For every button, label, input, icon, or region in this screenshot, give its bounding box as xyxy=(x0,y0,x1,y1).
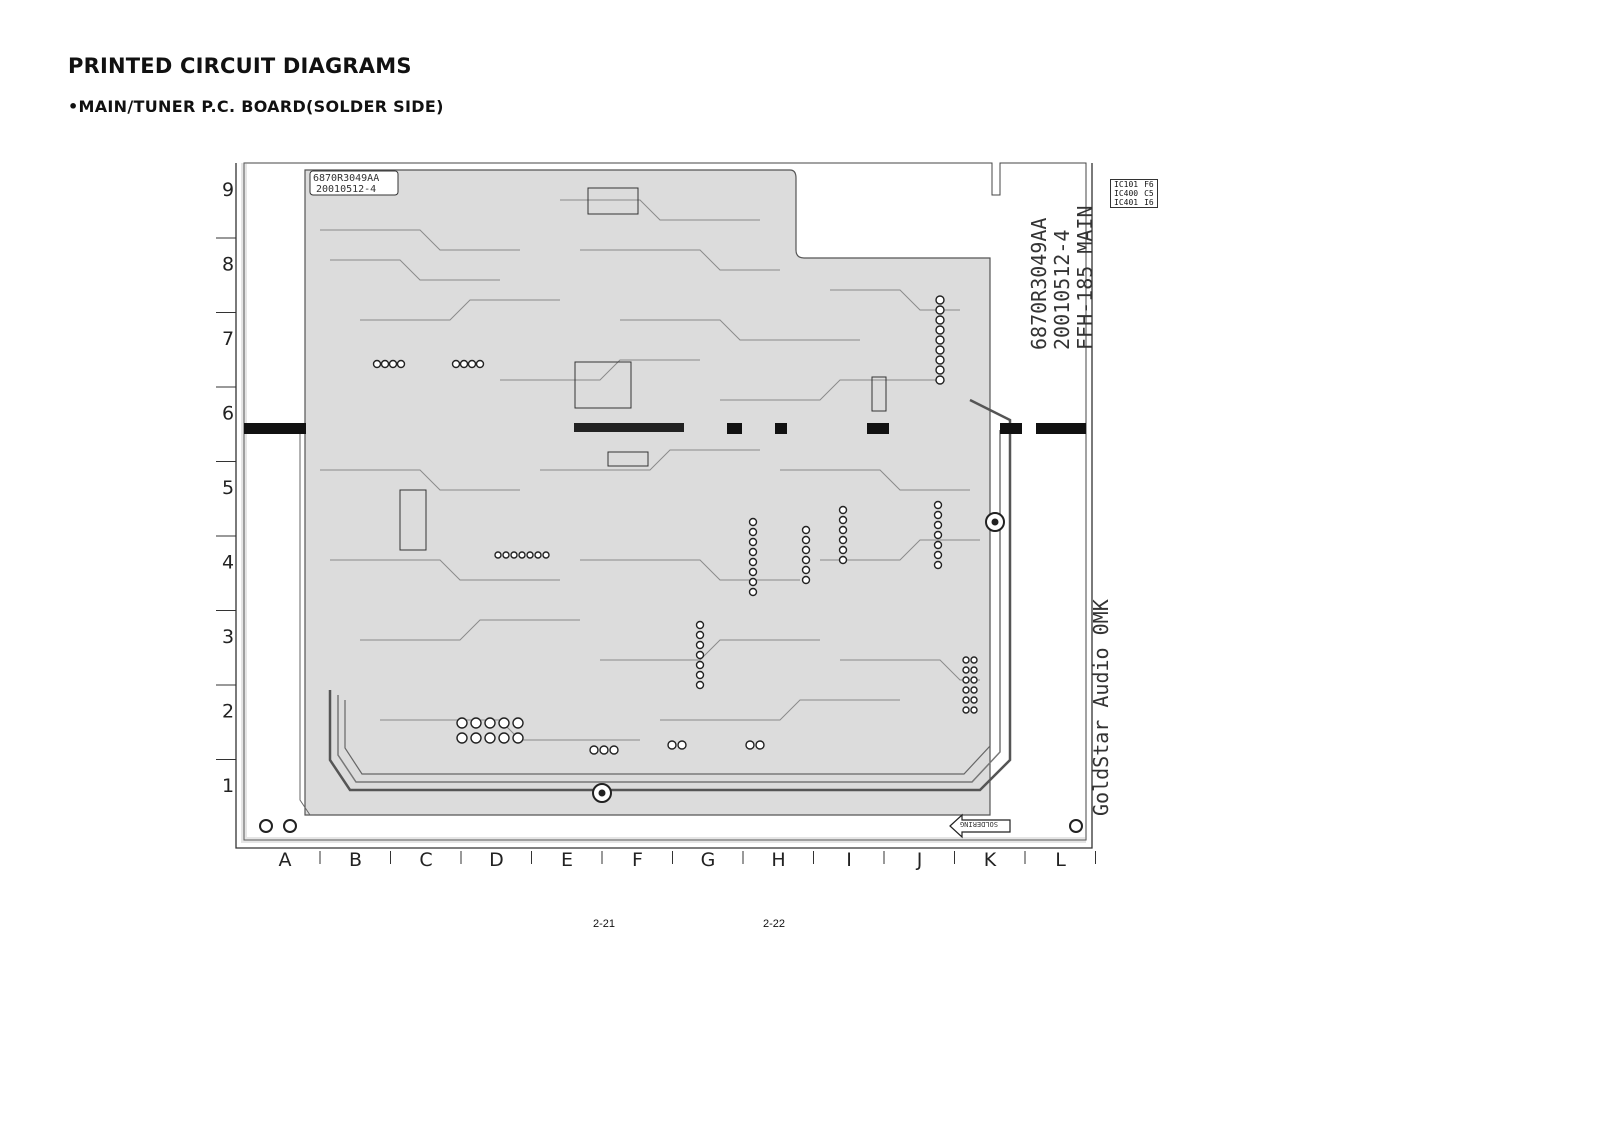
grid-col-label: J xyxy=(916,849,923,871)
ic-location-row: IC101 F6 xyxy=(1111,180,1158,190)
grid-col-label: D xyxy=(489,849,504,871)
grid-row-label: 9 xyxy=(222,179,234,201)
page-title: PRINTED CIRCUIT DIAGRAMS xyxy=(68,54,412,78)
ic-name: IC101 xyxy=(1114,180,1139,189)
grid-row-label: 8 xyxy=(222,254,234,276)
ic-name: IC400 xyxy=(1114,189,1139,198)
grid-col-label: L xyxy=(1055,849,1066,871)
grid-col-label: H xyxy=(771,849,785,871)
ic-name: IC401 xyxy=(1114,198,1139,207)
ic-grid-pos: I6 xyxy=(1144,198,1154,207)
grid-col-label: I xyxy=(846,849,852,871)
page-number-left: 2-21 xyxy=(593,918,616,930)
pcb-model: FFH-185 MAIN xyxy=(1073,206,1097,351)
pcb-date-small: 20010512-4 xyxy=(316,184,376,195)
pcb-maker: GoldStar Audio 0MK xyxy=(1089,599,1113,816)
grid-col-label: C xyxy=(419,849,432,871)
board-subtitle: •MAIN/TUNER P.C. BOARD(SOLDER SIDE) xyxy=(68,97,444,116)
pcb-part-number-small: 6870R3049AA xyxy=(313,173,379,184)
grid-col-label: F xyxy=(632,849,643,871)
grid-col-label: A xyxy=(279,849,292,871)
soldering-arrow-icon xyxy=(949,813,1011,839)
grid-row-label: 5 xyxy=(222,477,234,499)
grid-col-label: G xyxy=(701,849,716,871)
pcb-part-number: 6870R3049AA xyxy=(1027,218,1051,350)
grid-col-label: E xyxy=(561,849,573,871)
ic-grid-pos: C5 xyxy=(1144,189,1154,198)
grid-row-label: 3 xyxy=(222,626,234,648)
grid-row-label: 4 xyxy=(222,552,234,574)
page-number-right: 2-22 xyxy=(763,918,786,930)
ic-grid-pos: F6 xyxy=(1144,180,1154,189)
pcb-date: 20010512-4 xyxy=(1050,230,1074,350)
ic-location-row: IC400 C5 xyxy=(1111,189,1158,198)
grid-row-label: 7 xyxy=(222,328,234,350)
grid-row-label: 1 xyxy=(222,775,234,797)
grid-col-label: B xyxy=(349,849,362,871)
soldering-label: SOLDERING xyxy=(960,820,998,828)
grid-row-label: 6 xyxy=(222,403,234,425)
grid-col-label: K xyxy=(984,849,997,871)
ic-location-row: IC401 I6 xyxy=(1111,198,1158,208)
grid-row-label: 2 xyxy=(222,701,234,723)
